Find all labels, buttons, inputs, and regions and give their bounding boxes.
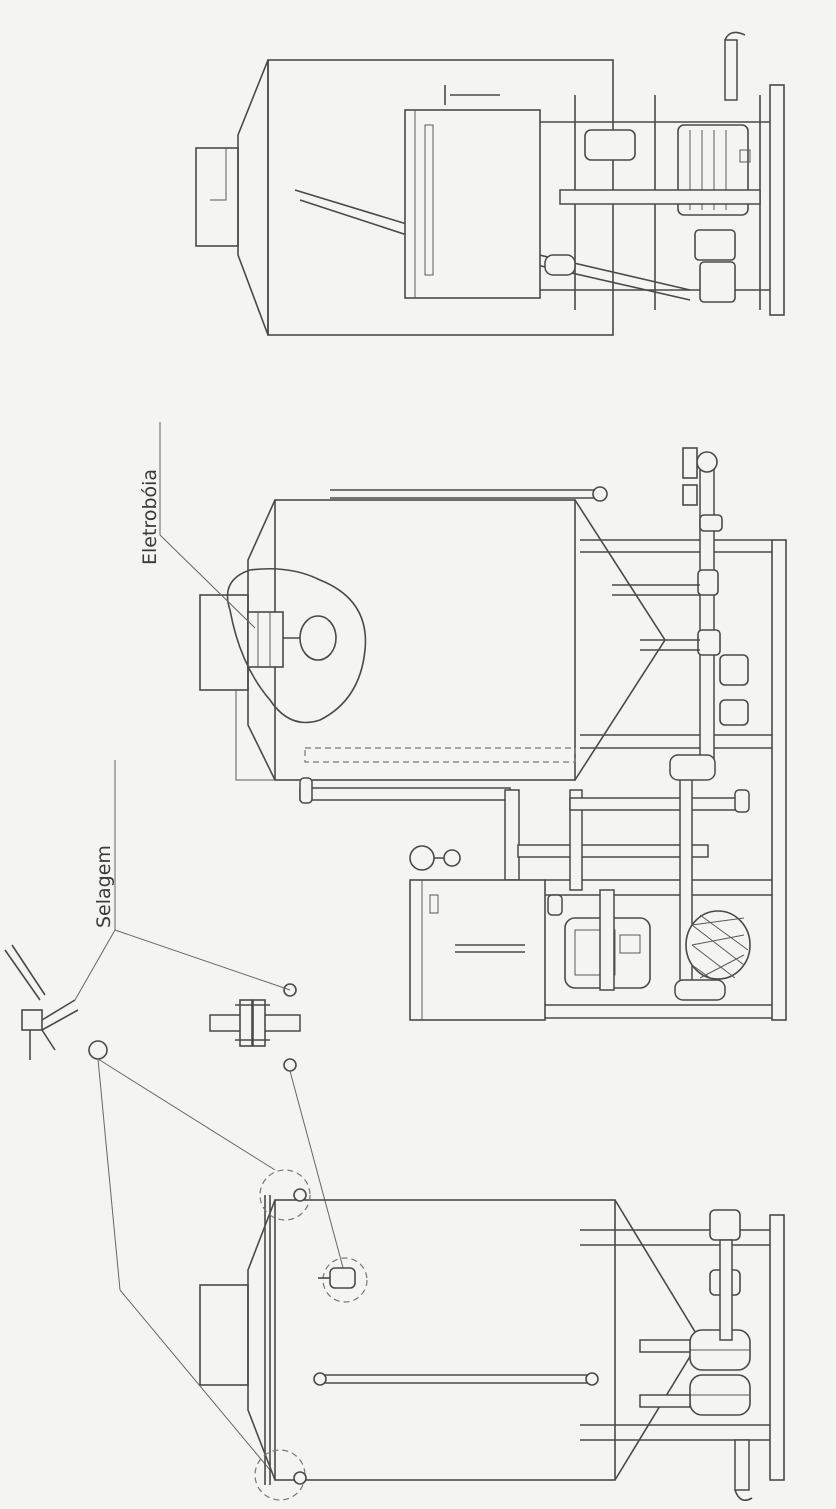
selagem-label: Selagem [93,845,115,928]
control-panel [409,879,546,1021]
chimney-front [199,594,249,691]
side-elevation-view [195,31,785,336]
seal-detail-circle-top [259,1169,311,1221]
front-elevation-view [159,422,787,1021]
float-ball [299,615,337,661]
eletroboia-device [247,611,284,668]
tank-cone-rear [247,1199,276,1481]
tank-body-rear [274,1199,616,1481]
pressure-gauge [409,845,435,871]
base-frame-front [771,539,787,1021]
heating-element-hidden [304,747,576,763]
eletroboia-callout-bubble [226,567,367,724]
seal-bracket-detail [21,1009,43,1031]
pump [694,229,736,261]
chimney-rear [199,1284,249,1386]
base-frame-rear [769,1214,785,1481]
eletroboia-label: Eletrobóia [139,469,161,565]
sealing-detail-view [4,760,346,1471]
rear-elevation-view [199,1169,785,1501]
control-box [404,109,541,299]
tank-body-front [274,499,576,781]
tank-cone [237,59,269,336]
chimney [195,147,239,247]
seal-detail-circle-mid [322,1257,368,1303]
base-frame [769,84,785,316]
